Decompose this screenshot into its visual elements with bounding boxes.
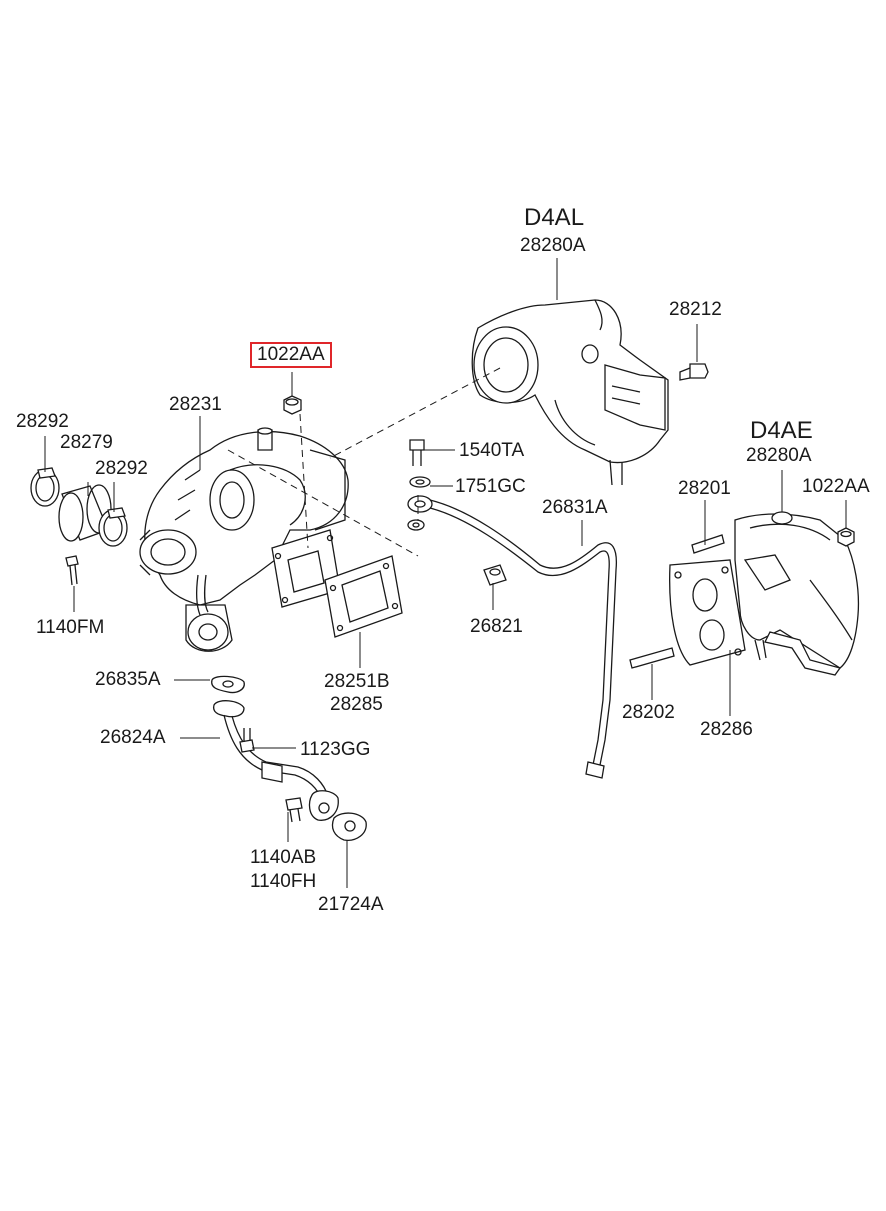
bolt-1140FM-icon[interactable]	[65, 555, 79, 586]
part-label-1022AA-right[interactable]: 1022AA	[802, 476, 870, 497]
bolt-1123GG-icon[interactable]	[239, 728, 255, 753]
part-label-1123GG[interactable]: 1123GG	[300, 739, 371, 760]
part-label-28251B[interactable]: 28251B	[324, 671, 390, 692]
turbocharger-body[interactable]	[139, 427, 349, 652]
nut-1022AA-right-icon[interactable]	[837, 527, 855, 547]
part-label-26821[interactable]: 26821	[470, 616, 523, 637]
part-label-28201[interactable]: 28201	[678, 478, 731, 499]
part-label-28280A-right[interactable]: 28280A	[746, 445, 812, 466]
nut-1022AA-icon[interactable]	[283, 395, 302, 415]
oil-return-pipe-26824A[interactable]	[212, 700, 339, 821]
hose-clamp-28292-right[interactable]	[98, 507, 128, 547]
hose-28279[interactable]	[58, 484, 112, 542]
part-label-1140FH[interactable]: 1140FH	[250, 871, 317, 892]
manifold-gasket-28286[interactable]	[669, 559, 746, 666]
banjo-bolt-1540TA-icon[interactable]	[409, 439, 425, 466]
part-label-1140FM[interactable]: 1140FM	[36, 617, 105, 638]
part-label-28280A-top[interactable]: 28280A	[520, 235, 586, 256]
washer-1751GC-icon[interactable]	[407, 476, 431, 531]
part-label-28212[interactable]: 28212	[669, 299, 722, 320]
part-label-28279[interactable]: 28279	[60, 432, 113, 453]
part-label-28202[interactable]: 28202	[622, 702, 675, 723]
variant-label-d4ae: D4AE	[750, 417, 813, 444]
exhaust-manifold-d4ae[interactable]	[734, 511, 860, 676]
leader-lines	[44, 258, 847, 888]
hose-clamp-28292-left[interactable]	[30, 467, 60, 507]
gasket-21724A[interactable]	[331, 812, 367, 841]
part-label-28286[interactable]: 28286	[700, 719, 753, 740]
gasket-28251B[interactable]	[324, 555, 403, 638]
variant-label-d4al: D4AL	[524, 204, 585, 231]
stud-28201-icon[interactable]	[691, 534, 725, 554]
assembly-guide-lines	[227, 367, 501, 557]
part-label-28285[interactable]: 28285	[330, 694, 383, 715]
part-label-26835A[interactable]: 26835A	[95, 669, 161, 690]
stud-28202-icon[interactable]	[629, 647, 675, 669]
part-label-1140AB[interactable]: 1140AB	[250, 847, 317, 868]
bolt-28212-icon[interactable]	[679, 363, 709, 381]
part-label-1751GC[interactable]: 1751GC	[455, 476, 526, 497]
part-label-28231[interactable]: 28231	[169, 394, 222, 415]
oil-feed-pipe-26831A[interactable]	[407, 495, 618, 779]
part-label-1540TA[interactable]: 1540TA	[459, 440, 525, 461]
bolt-1140AB-icon[interactable]	[285, 797, 303, 823]
part-label-21724A[interactable]: 21724A	[318, 894, 384, 915]
oil-gasket-26835A[interactable]	[211, 675, 245, 694]
part-label-28292-b[interactable]: 28292	[95, 458, 148, 479]
pipe-clip-26821-icon[interactable]	[483, 564, 507, 586]
part-label-26831A[interactable]: 26831A	[542, 497, 608, 518]
part-label-26824A[interactable]: 26824A	[100, 727, 166, 748]
part-label-28292-a[interactable]: 28292	[16, 411, 69, 432]
exhaust-elbow-d4al[interactable]	[471, 299, 669, 486]
part-label-1022AA-highlighted[interactable]: 1022AA	[250, 342, 332, 368]
